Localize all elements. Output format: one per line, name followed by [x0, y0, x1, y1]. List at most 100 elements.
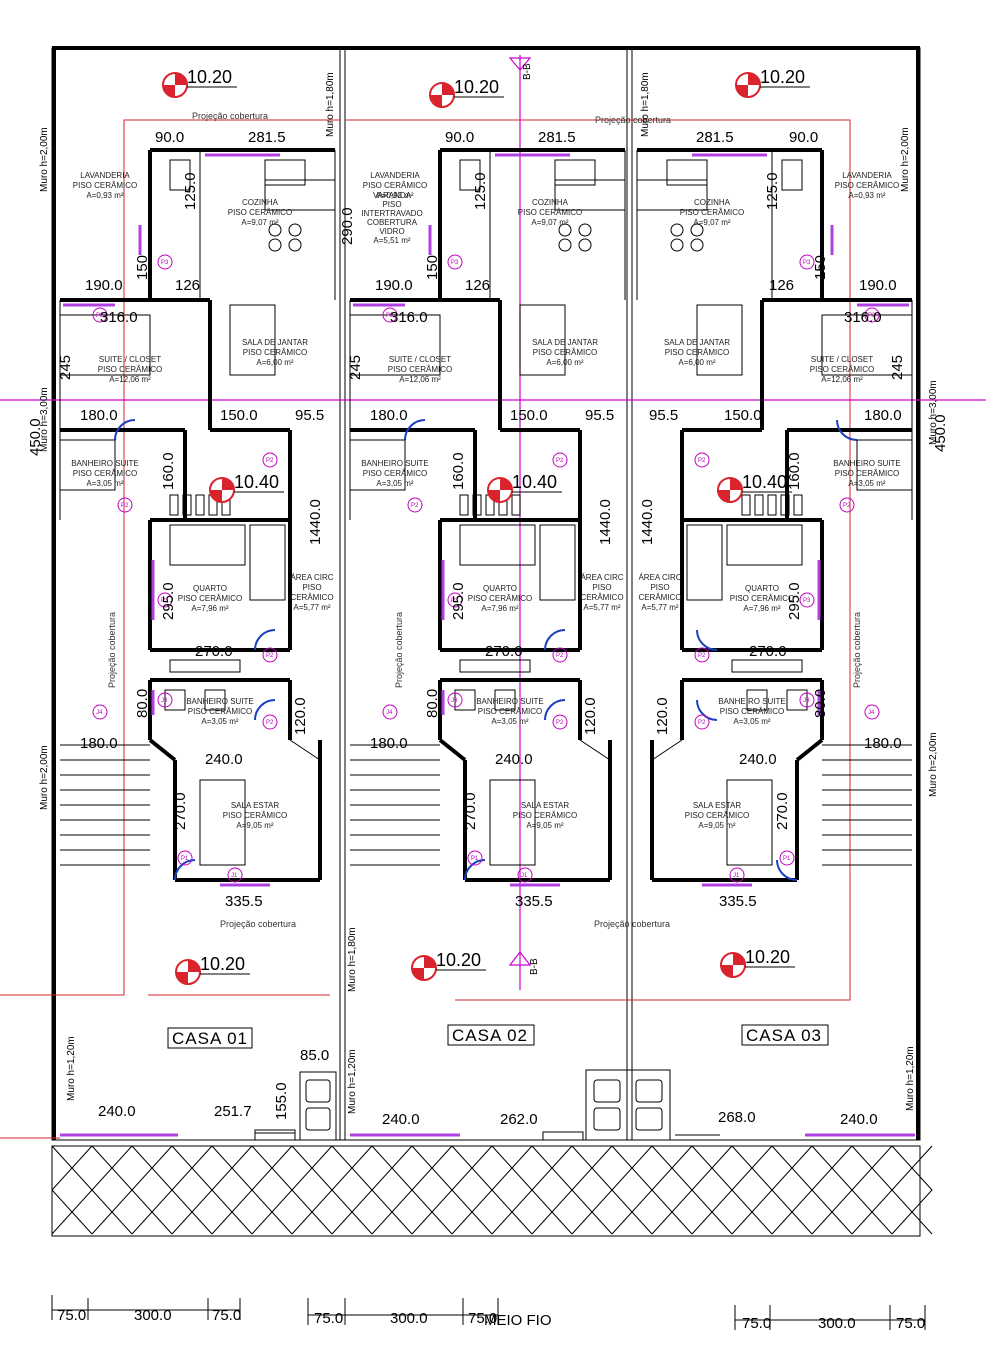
tag-p3: P3	[386, 313, 394, 319]
level-value: 10.40	[234, 472, 279, 492]
house-name-3: CASA 03	[746, 1026, 822, 1045]
dim-150-2: 150.0	[510, 407, 548, 424]
muro-label-2: Muro h=1,80m	[325, 72, 336, 137]
room-sala-jantar-3-line: SALA DE JANTAR	[664, 338, 730, 347]
room-cozinha-1-line: A=9,07 m²	[241, 218, 278, 227]
room-lavanderia-1-line: A=0,93 m²	[86, 191, 123, 200]
muro-label-9: Muro h=1,80m	[347, 927, 358, 992]
dim-240-2: 240.0	[495, 751, 533, 768]
tag-p1: P1	[783, 856, 791, 862]
room-area-circ-3-line: A=5,77 m²	[641, 603, 678, 612]
room-lavanderia-1-line: PISO CERÂMICO	[73, 181, 137, 190]
tag-p2: P2	[556, 653, 564, 659]
dim-180a-2: 180.0	[370, 407, 408, 424]
muro-label-5: Muro h=3,00m	[39, 387, 50, 452]
dim-281-3: 281.5	[696, 129, 734, 146]
level-value: 10.20	[760, 67, 805, 87]
room-varanda-line: VARANDA	[373, 191, 412, 200]
room-banheiro-3-line: BANHEIRO SUITE	[718, 697, 786, 706]
dim-245-2: 245	[347, 355, 364, 380]
tag-p2: P2	[698, 458, 706, 464]
tag-j1: J1	[733, 873, 740, 879]
room-sala-estar-2-line: SALA ESTAR	[521, 801, 570, 810]
dim-270v-2: 270.0	[462, 792, 479, 830]
room-banheiro-suite-1-line: BANHEIRO SUITE	[71, 459, 139, 468]
room-banheiro-suite-2-line: BANHEIRO SUITE	[361, 459, 429, 468]
dim-295-1: 295.0	[160, 582, 177, 620]
dim-180b-3: 180.0	[864, 735, 902, 752]
room-banheiro-1-line: PISO CERÂMICO	[188, 707, 252, 716]
room-area-circ-2-line: A=5,77 m²	[583, 603, 620, 612]
room-sala-jantar-3-line: PISO CERÂMICO	[665, 348, 729, 357]
dim-300-c: 300.0	[818, 1315, 856, 1332]
room-varanda-line: VIDRO	[379, 227, 404, 236]
room-cozinha-3-line: COZINHA	[694, 198, 731, 207]
tag-j4: J4	[96, 710, 103, 716]
dim-240-front-3: 240.0	[840, 1111, 878, 1128]
tag-p3: P3	[451, 260, 459, 266]
dim-268: 268.0	[718, 1109, 756, 1126]
room-sala-estar-2-line: PISO CERÂMICO	[513, 811, 577, 820]
tag-p3: P3	[96, 313, 104, 319]
sidewalk-hatch	[51, 1145, 933, 1237]
room-area-circ-1-line: CERÂMICO	[290, 593, 333, 602]
house-name-2: CASA 02	[452, 1026, 528, 1045]
dim-120-3: 120.0	[654, 697, 671, 735]
muro-label-1: Muro h=2,00m	[39, 127, 50, 192]
room-banheiro-suite-2-line: PISO CERÂMICO	[363, 469, 427, 478]
room-varanda-line: A=5,51 m²	[373, 236, 410, 245]
dim-120-1: 120.0	[292, 697, 309, 735]
room-varanda-line: INTERTRAVADO	[361, 209, 422, 218]
room-sala-estar-3-line: PISO CERÂMICO	[685, 811, 749, 820]
dim-3355-3: 335.5	[719, 893, 757, 910]
dim-80-2: 80.0	[424, 689, 441, 718]
proj-label-5: Projeção cobertura	[107, 612, 117, 688]
room-banheiro-suite-3-line: A=3,05 m²	[848, 479, 885, 488]
dim-90-2: 90.0	[445, 129, 474, 146]
dim-316-2: 316.0	[390, 309, 428, 326]
dim-240-front-2: 240.0	[382, 1111, 420, 1128]
room-cozinha-1-line: PISO CERÂMICO	[228, 208, 292, 217]
room-area-circ-1-line: A=5,77 m²	[293, 603, 330, 612]
room-suite-3-line: SUITE / CLOSET	[811, 355, 873, 364]
dim-160-3: 160.0	[786, 452, 803, 490]
dim-190-1: 190.0	[85, 277, 123, 294]
tag-j1: J1	[521, 873, 528, 879]
room-cozinha-3-line: PISO CERÂMICO	[680, 208, 744, 217]
room-banheiro-2-line: BANHEIRO SUITE	[476, 697, 544, 706]
section-marker-bottom: B-B	[529, 958, 540, 975]
meio-fio-label: MEIO FIO	[484, 1312, 552, 1329]
dim-270v-3: 270.0	[774, 792, 791, 830]
room-sala-estar-1-line: PISO CERÂMICO	[223, 811, 287, 820]
room-suite-3-line: A=12,06 m²	[821, 375, 863, 384]
proj-label-2: Projeção cobertura	[595, 115, 671, 125]
room-area-circ-3-line: ÁREA CIRC	[638, 573, 681, 582]
level-marker: 10.40	[487, 472, 562, 503]
muro-label-7: Muro h=2,00m	[39, 745, 50, 810]
dim-295-3: 295.0	[786, 582, 803, 620]
tag-j1: J1	[231, 873, 238, 879]
level-value: 10.20	[745, 947, 790, 967]
room-varanda: VARANDAPISOINTERTRAVADOCOBERTURAVIDROA=5…	[27, 191, 949, 456]
dim-80-3: 80.0	[812, 689, 829, 718]
sidewalk-dimensions: 75.0 300.0 75.0 75.0 300.0 75.0 MEIO FIO…	[51, 1295, 926, 1332]
front-boundary	[60, 1069, 915, 1141]
tag-p3: P3	[803, 260, 811, 266]
tag-j3: J3	[161, 698, 168, 704]
dim-126-2: 126	[465, 277, 490, 294]
room-sala-estar-1-line: A=9,05 m²	[236, 821, 273, 830]
room-quarto-3-line: A=7,96 m²	[743, 604, 780, 613]
